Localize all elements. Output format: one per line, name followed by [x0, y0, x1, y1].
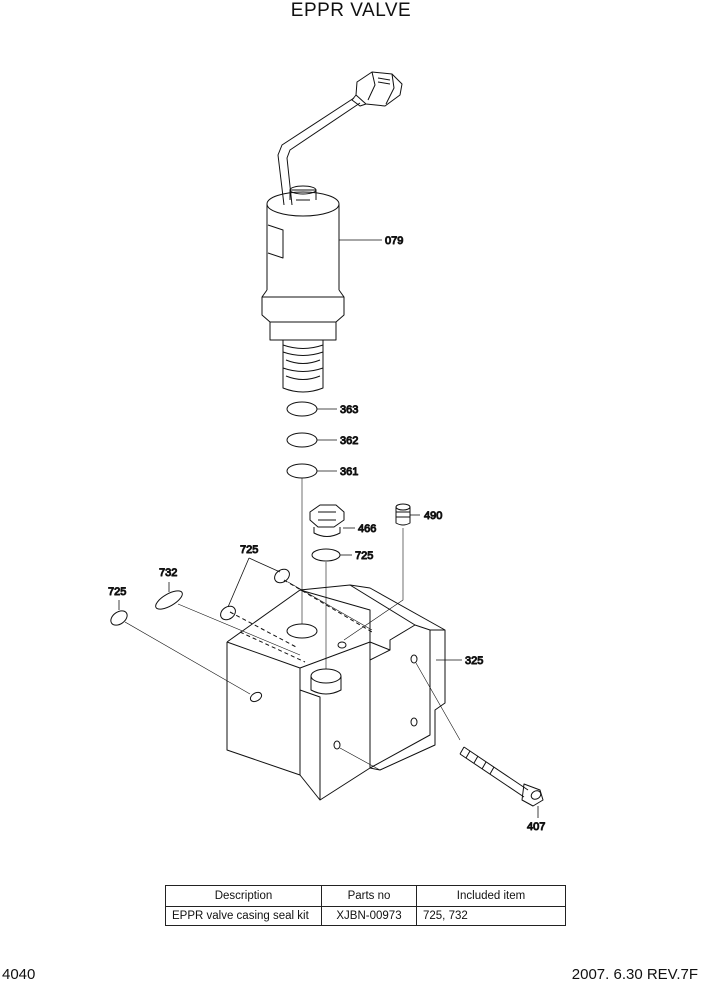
table-row: EPPR valve casing seal kit XJBN-00973 72…	[165, 906, 566, 926]
callout-466: 466	[358, 523, 376, 535]
leader-lines	[118, 239, 539, 818]
o-ring-725-mid-icon	[220, 605, 236, 621]
plug-466-icon	[309, 504, 345, 537]
callout-725-center: 725	[355, 550, 373, 562]
callout-361: 361	[340, 466, 358, 478]
cell-description: EPPR valve casing seal kit	[165, 906, 322, 926]
assembly-lines	[124, 478, 461, 771]
header-parts-no: Parts no	[321, 885, 417, 907]
header-description: Description	[165, 885, 322, 907]
callout-725-left: 725	[108, 586, 126, 598]
valve-casing-icon	[226, 579, 446, 801]
o-ring-725-center-icon	[311, 548, 341, 562]
bolt-407-icon	[459, 746, 544, 807]
o-ring-362-icon	[286, 432, 318, 448]
cell-included-item: 725, 732	[416, 906, 566, 926]
callout-407: 407	[527, 821, 545, 833]
callout-325: 325	[465, 655, 483, 667]
page-number: 4040	[2, 966, 36, 983]
o-ring-725-left-icon	[110, 610, 128, 626]
table-header-row: Description Parts no Included item	[165, 885, 566, 907]
callout-490: 490	[424, 510, 442, 522]
solenoid-valve-icon	[261, 185, 345, 393]
callout-363: 363	[340, 404, 358, 416]
revision-label: 2007. 6.30 REV.7F	[571, 966, 698, 983]
o-ring-732-icon	[155, 590, 183, 610]
seal-kit-table: Description Parts no Included item EPPR …	[165, 885, 566, 926]
page-title: EPPR VALVE	[290, 0, 412, 21]
callout-362: 362	[340, 435, 358, 447]
cable-icon	[277, 97, 361, 206]
o-ring-363-icon	[286, 401, 318, 417]
callout-725-top: 725	[240, 544, 258, 556]
header-included-item: Included item	[416, 885, 566, 907]
orifice-490-icon	[395, 503, 411, 526]
o-ring-361-icon	[286, 463, 318, 479]
callout-732: 732	[159, 567, 177, 579]
connector-icon	[351, 71, 403, 107]
callout-079: 079	[385, 235, 403, 247]
cell-parts-no: XJBN-00973	[321, 906, 417, 926]
